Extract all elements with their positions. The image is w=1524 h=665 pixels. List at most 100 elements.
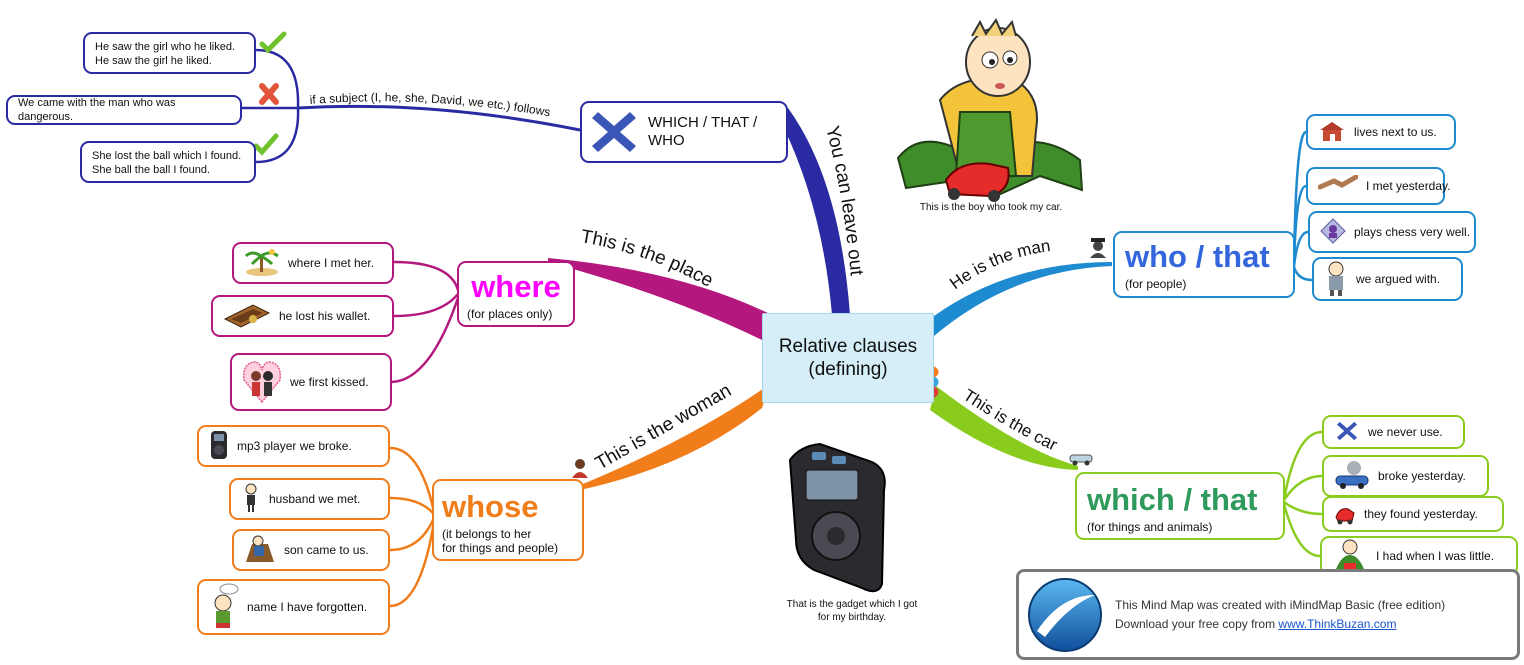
where-item-2[interactable]: he lost his wallet. [211, 295, 394, 337]
connector-pink-1 [393, 260, 460, 291]
gadget-caption: That is the gadget which I got for my bi… [786, 599, 918, 623]
connector-green-3 [1283, 500, 1323, 516]
branch-who-that [934, 262, 1112, 336]
husband-icon [241, 483, 261, 516]
connector-navy-1 [255, 48, 300, 109]
check-icon [253, 133, 279, 156]
branch-subject-follows [297, 104, 581, 132]
where-item-text: he lost his wallet. [279, 309, 371, 323]
connector-orange-1 [389, 446, 436, 513]
mp3-player-icon [209, 430, 229, 463]
which-that-node[interactable]: which / that (for things and animals) [1075, 472, 1285, 540]
boy-caption: This is the boy who took my car. [919, 202, 1063, 213]
which-that-who-label: WHICH / THAT / WHO [648, 114, 758, 149]
connector-orange-3 [389, 517, 436, 552]
which-that-item-3[interactable]: they found yesterday. [1322, 496, 1504, 532]
cross-icon [1334, 420, 1360, 445]
who-that-subtitle: (for people) [1125, 277, 1187, 291]
footer-line2-prefix: Download your free copy from [1115, 616, 1279, 631]
who-that-item-text: we argued with. [1356, 272, 1441, 286]
which-that-item-text: broke yesterday. [1378, 469, 1466, 483]
where-item-3[interactable]: we first kissed. [230, 353, 392, 411]
house-icon [1318, 120, 1346, 145]
who-that-item-text: lives next to us. [1354, 125, 1437, 139]
which-that-title: which / that [1087, 482, 1258, 517]
which-that-item-text: we never use. [1368, 425, 1443, 439]
connector-green-4 [1282, 503, 1321, 558]
boy-with-car-icon [1332, 539, 1368, 574]
which-that-subtitle: (for things and animals) [1087, 520, 1213, 534]
car-icon [1069, 454, 1093, 466]
imindmap-footer: This Mind Map was created with iMindMap … [1016, 569, 1520, 660]
where-node[interactable]: where (for places only) [457, 261, 575, 327]
connector-blue-4 [1292, 266, 1313, 282]
island-icon [244, 248, 280, 279]
where-item-1[interactable]: where I met her. [232, 242, 394, 284]
who-that-title: who / that [1125, 239, 1270, 274]
where-title: where [471, 269, 561, 304]
connector-orange-2 [389, 496, 435, 515]
connector-orange-4 [389, 521, 436, 608]
who-that-item-text: plays chess very well. [1354, 225, 1471, 239]
example-line: We came with the man who was dangerous. [18, 97, 176, 123]
example-box-3[interactable]: She lost the ball which I found. She bal… [80, 141, 256, 183]
footer-line2: Download your free copy from www.ThinkBu… [1115, 615, 1445, 634]
label-subject-follows: if a subject (I, he, she, David, we etc.… [309, 90, 551, 119]
broken-car-icon [1334, 460, 1370, 493]
which-that-item-2[interactable]: broke yesterday. [1322, 455, 1489, 497]
example-line: She lost the ball which I found. [92, 150, 242, 162]
detective-icon [1090, 238, 1106, 258]
whose-item-text: mp3 player we broke. [237, 439, 352, 453]
where-item-text: where I met her. [288, 256, 375, 270]
branch-which-that [930, 386, 1078, 470]
example-line: He saw the girl he liked. [95, 55, 212, 67]
center-topic[interactable]: Relative clauses (defining) [762, 313, 934, 403]
which-that-item-text: I had when I was little. [1376, 549, 1495, 563]
which-that-who-node[interactable]: WHICH / THAT / WHO [580, 101, 788, 163]
whose-item-text: son came to us. [284, 543, 369, 557]
whose-title: whose [442, 489, 539, 524]
center-title-line1: Relative clauses [778, 336, 918, 357]
connector-green-1 [1282, 430, 1323, 501]
boy-cartoon [896, 17, 1084, 202]
whose-item-2[interactable]: husband we met. [229, 478, 390, 520]
couple-kiss-icon [242, 358, 282, 407]
who-that-item-1[interactable]: lives next to us. [1306, 114, 1456, 150]
connector-green-2 [1282, 474, 1323, 501]
son-icon [244, 534, 276, 567]
connector-navy-3 [255, 107, 300, 164]
whose-node[interactable]: whose (it belongs to her for things and … [432, 479, 584, 561]
grumpy-man-icon [1324, 260, 1348, 299]
who-that-item-4[interactable]: we argued with. [1312, 257, 1463, 301]
connector-pink-2 [393, 293, 459, 318]
check-icon [259, 31, 287, 54]
connector-pink-3 [391, 297, 460, 384]
who-that-node[interactable]: who / that (for people) [1113, 231, 1295, 298]
cross-icon [259, 83, 279, 105]
whose-subtitle-1: (it belongs to her [442, 527, 532, 541]
example-line: She ball the ball I found. [92, 164, 211, 176]
which-that-item-1[interactable]: we never use. [1322, 415, 1465, 449]
whose-item-text: husband we met. [269, 492, 361, 506]
branch-leave-out [776, 108, 850, 315]
wallet-icon [223, 301, 271, 332]
example-box-2[interactable]: We came with the man who was dangerous. [6, 95, 242, 125]
whose-item-3[interactable]: son came to us. [232, 529, 390, 571]
whose-item-text: name I have forgotten. [247, 600, 368, 614]
center-title-line2: (defining) [808, 359, 888, 380]
toy-car-icon [1334, 501, 1356, 528]
whose-item-4[interactable]: name I have forgotten. [197, 579, 390, 635]
footer-line1: This Mind Map was created with iMindMap … [1115, 597, 1446, 612]
woman-icon [572, 459, 588, 478]
branch-whose [578, 384, 770, 490]
thinkbuzan-link[interactable]: www.ThinkBuzan.com [1278, 616, 1397, 631]
chess-icon [1320, 217, 1346, 247]
handshake-icon [1317, 174, 1359, 198]
example-line: He saw the girl who he liked. [95, 41, 236, 53]
who-that-item-2[interactable]: I met yesterday. [1306, 167, 1450, 205]
whose-item-1[interactable]: mp3 player we broke. [197, 425, 390, 467]
who-that-item-3[interactable]: plays chess very well. [1308, 211, 1476, 253]
example-box-1[interactable]: He saw the girl who he liked. He saw the… [83, 32, 256, 74]
thinking-boy-icon [209, 583, 239, 632]
